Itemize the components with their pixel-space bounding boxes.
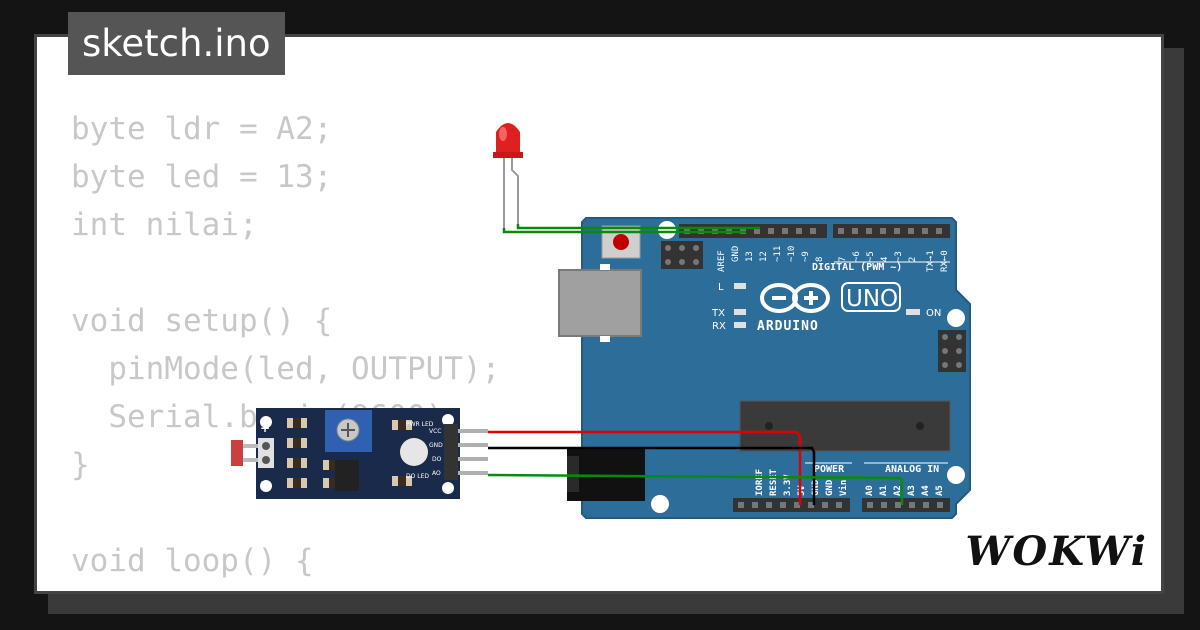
led-on-label: ON — [926, 308, 941, 319]
code-line: pinMode(led, OUTPUT); — [71, 351, 501, 387]
indicator-led — [400, 438, 428, 466]
pin-label-3: ~3 — [894, 251, 904, 262]
pin-label-2: 2 — [908, 257, 918, 262]
pin-label-a5: A5 — [935, 485, 945, 496]
led-rx-label: RX — [712, 321, 726, 332]
minus-label: − — [260, 475, 270, 489]
mounting-hole — [947, 309, 965, 327]
comparator-chip — [335, 460, 359, 491]
ldr-sensor-module[interactable]: + − PWR LED DO LED VCC GND DO AO — [231, 408, 488, 499]
pin-label-a4: A4 — [921, 485, 931, 496]
pin-label-3v3: 3.3V — [783, 474, 793, 496]
icsp-header-right — [938, 330, 966, 372]
pin-label-vcc: VCC — [429, 428, 441, 435]
pin-label-8: 8 — [815, 257, 825, 262]
pin-label-a1: A1 — [879, 485, 889, 496]
power-label: POWER — [814, 464, 845, 475]
code-line: byte ldr = A2; — [71, 111, 333, 147]
pin-label-a0: A0 — [865, 485, 875, 496]
plus-label: + — [260, 421, 270, 435]
code-line: void loop() { — [71, 543, 314, 579]
led-on-indicator — [906, 309, 920, 315]
code-line: int nilai; — [71, 207, 258, 243]
icsp-header — [661, 241, 703, 269]
reset-button-cap[interactable] — [613, 234, 629, 250]
wire-led-anode — [516, 224, 760, 230]
pin-label-reset: RESET — [769, 468, 779, 496]
pin-label-7: 7 — [838, 257, 848, 262]
arduino-logo-icon — [760, 283, 830, 313]
code-line: byte led = 13; — [71, 159, 333, 195]
pin-label-9: ~9 — [801, 251, 811, 262]
arduino-brand-label: ARDUINO — [757, 319, 819, 334]
uno-badge — [841, 282, 901, 312]
pin-label-gnd-2: GND — [825, 479, 835, 496]
pin-label-5: ~5 — [866, 251, 876, 262]
red-led[interactable] — [493, 123, 523, 230]
pin-label-gnd: GND — [731, 246, 741, 262]
led-l-label: L — [718, 282, 724, 293]
do-led-label: DO LED — [406, 473, 429, 480]
analog-label: ANALOG IN — [885, 464, 939, 475]
pin-label-a3: A3 — [907, 485, 917, 496]
pin-label-10: ~10 — [787, 246, 797, 262]
code-preview: byte ldr = A2; byte led = 13; int nilai; vo… — [71, 105, 556, 591]
pin-label-vin: Vin — [838, 480, 849, 496]
pin-label-12: 12 — [759, 251, 769, 262]
pwr-led-label: PWR LED — [406, 421, 434, 428]
pin-label-do: DO — [432, 456, 442, 463]
led-tx-indicator — [734, 309, 746, 315]
code-line: void setup() { — [71, 303, 333, 339]
mounting-hole — [947, 466, 965, 484]
mounting-hole — [651, 495, 669, 513]
wire-ao — [487, 473, 904, 505]
wire-vcc — [488, 430, 802, 505]
pin-label-13: 13 — [745, 251, 755, 262]
pin-label-gnd-1: GND — [811, 479, 821, 496]
pin-label-11: ~11 — [773, 246, 783, 262]
wokwi-logo: WOKWi — [965, 528, 1148, 575]
led-rx-indicator — [734, 322, 746, 328]
pin-label-aref: AREF — [717, 250, 727, 272]
led-l-indicator — [734, 283, 746, 289]
power-jack — [567, 447, 645, 501]
pin-label-rx: RX←0 — [940, 250, 950, 272]
digital-label: DIGITAL (PWM ~) — [812, 262, 902, 273]
uno-label: UNO — [846, 286, 898, 312]
usb-connector — [558, 269, 642, 337]
pin-label-module-gnd: GND — [429, 442, 443, 449]
pin-label-ao: AO — [432, 470, 441, 477]
arduino-uno-board[interactable]: AREF GND 13 12 ~11 ~10 ~9 8 7 ~6 ~5 4 ~3… — [558, 217, 971, 519]
pin-label-tx: TX→1 — [926, 250, 936, 272]
led-tx-label: TX — [711, 308, 725, 319]
wires — [487, 224, 904, 505]
code-line: } — [71, 447, 90, 483]
wire-led-cathode — [502, 228, 746, 234]
pin-label-6: ~6 — [852, 251, 862, 262]
photoresistor-icon — [231, 440, 243, 466]
microcontroller-chip — [739, 400, 951, 452]
power-header — [733, 498, 950, 512]
pin-label-4: 4 — [880, 257, 890, 262]
file-tab[interactable]: sketch.ino — [68, 12, 285, 75]
pin-label-ioref: IOREF — [755, 469, 765, 496]
pin-label-5v: 5V — [797, 485, 807, 496]
mounting-hole — [658, 221, 676, 239]
pin-label-a2: A2 — [893, 485, 903, 496]
